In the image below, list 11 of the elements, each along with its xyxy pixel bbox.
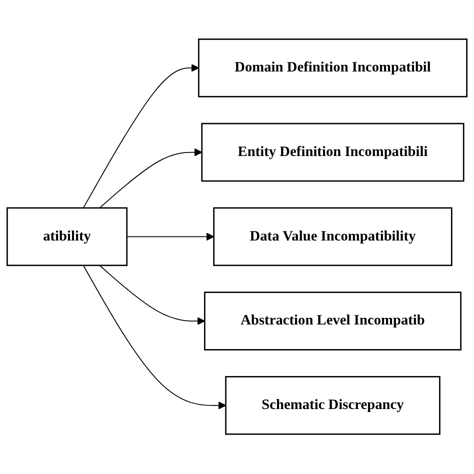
node-box: Data Value Incompatibility xyxy=(213,208,452,266)
node-box: Entity Definition Incompatibili xyxy=(201,123,464,182)
node-box: Domain Definition Incompatibil xyxy=(198,38,468,98)
arrow xyxy=(99,265,206,326)
arrow xyxy=(126,233,214,241)
arrow xyxy=(99,148,202,209)
arrow xyxy=(82,64,200,209)
node-box: atibility xyxy=(6,208,128,266)
node-box: Abstraction Level Incompatib xyxy=(204,292,462,351)
node-box: Schematic Discrepancy xyxy=(225,376,440,436)
arrow xyxy=(82,265,226,410)
